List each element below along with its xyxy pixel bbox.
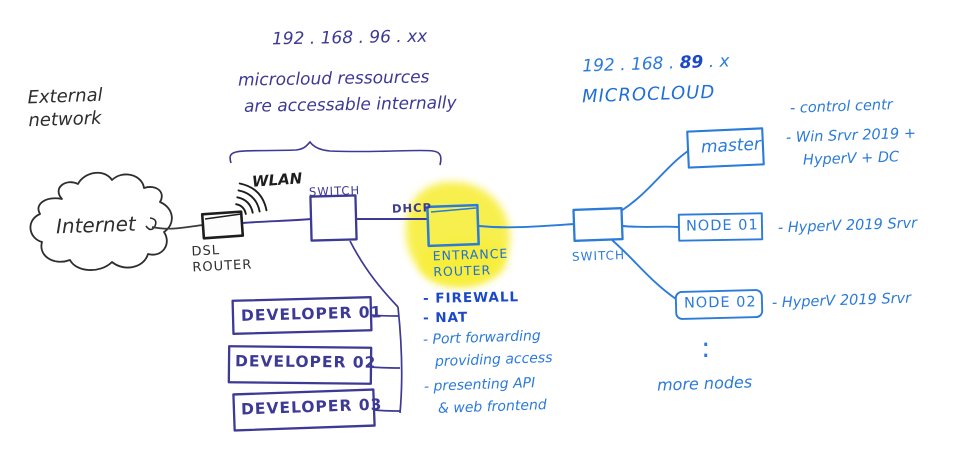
- more-nodes-label: more nodes: [656, 372, 753, 395]
- microcloud-switch-box: [572, 207, 624, 242]
- developer01-box: [231, 296, 373, 335]
- node02-label: NODE 02: [683, 294, 757, 312]
- developer01-label: DEVELOPER 01: [240, 303, 383, 325]
- subnet-prefix: 192 . 168 .: [582, 53, 681, 77]
- internet-label: Internet: [55, 211, 137, 239]
- microcloud-subnet-label: 192 . 168 . 89 . x: [581, 30, 730, 78]
- wlan-label: WLAN: [251, 169, 303, 191]
- master-box: [686, 127, 765, 169]
- node01-box: [677, 212, 764, 242]
- link-switch2-node01: [622, 225, 680, 228]
- master-note-control-center: - control centr: [789, 97, 894, 117]
- link-dsl-switch1: [242, 218, 312, 224]
- feature-firewall: - FIREWALL: [422, 289, 520, 307]
- developer03-box: [232, 388, 376, 432]
- entrance-router-top-edge: [430, 207, 477, 213]
- more-nodes-ellipsis: :: [701, 331, 711, 364]
- subnet-octet: 89: [679, 52, 704, 74]
- dsl-router-top-edge: [204, 213, 242, 220]
- developer02-box: [227, 345, 373, 385]
- link-switch2-node02: [611, 239, 677, 300]
- internet-cloud-shape: [29, 171, 173, 271]
- internal-note-line1: microcloud ressources: [237, 67, 430, 91]
- master-note-hyperv-dc: HyperV + DC: [802, 149, 900, 169]
- developer02-label: DEVELOPER 02: [234, 352, 377, 372]
- link-switch2-master: [620, 150, 689, 212]
- dsl-router-box: [200, 210, 245, 240]
- cloud-swirl: [145, 217, 157, 231]
- dhcp-label: DHCP: [391, 200, 433, 216]
- entrance-router-label: ENTRANCE ROUTER: [432, 245, 509, 279]
- internal-subnet-label: 192 . 168 . 96 . xx: [271, 26, 428, 50]
- internal-note-line2: are accessable internally: [243, 93, 457, 117]
- entrance-router-highlight-lower: [420, 240, 506, 286]
- master-label: master: [700, 134, 762, 158]
- microcloud-switch-label: SWITCH: [571, 248, 626, 264]
- wifi-arcs-icon: [235, 182, 268, 215]
- link-entrance-switch2: [478, 223, 575, 229]
- external-network-label: External network: [27, 84, 103, 131]
- node01-label: NODE 01: [685, 217, 759, 235]
- subnet-suffix: . x: [702, 51, 730, 73]
- link-cloud-dsl: [151, 224, 204, 230]
- microcloud-title: MICROCLOUD: [581, 81, 716, 108]
- internal-zone-brace: [229, 140, 442, 166]
- internal-switch-label: SWITCH: [308, 183, 361, 199]
- node02-box: [674, 289, 764, 320]
- dsl-router-label: DSL ROUTER: [191, 243, 253, 276]
- developer-bracket: [349, 240, 403, 414]
- feature-nat: - NAT: [422, 309, 469, 327]
- entrance-router-box: [426, 203, 480, 248]
- internal-switch-box: [309, 194, 358, 242]
